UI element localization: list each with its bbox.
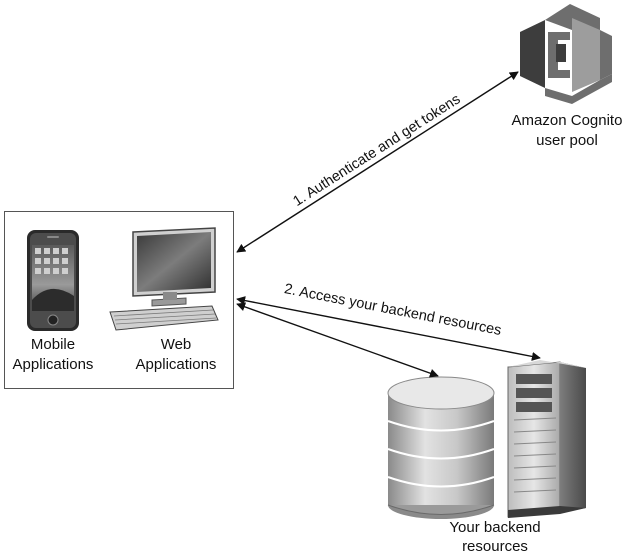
database-icon bbox=[387, 376, 495, 519]
server-tower-icon bbox=[507, 360, 586, 518]
desktop-computer-icon bbox=[109, 227, 219, 331]
mobile-label-line2: Applications bbox=[13, 356, 94, 373]
auth-arrow bbox=[236, 71, 519, 253]
access-edge-label: 2. Access your backend resources bbox=[283, 281, 503, 339]
amazon-cognito-icon bbox=[520, 4, 612, 104]
access-arrow-database bbox=[236, 302, 439, 378]
web-label-line2: Applications bbox=[136, 356, 217, 373]
backend-label-line2: resources bbox=[462, 538, 528, 552]
cognito-label-line1: Amazon Cognito bbox=[512, 112, 623, 129]
smartphone-icon bbox=[27, 230, 79, 331]
auth-edge-label: 1. Authenticate and get tokens bbox=[290, 91, 463, 210]
web-label-line1: Web bbox=[161, 336, 192, 353]
cognito-label-line2: user pool bbox=[536, 132, 598, 149]
backend-label-line1: Your backend bbox=[449, 519, 540, 536]
mobile-label-line1: Mobile bbox=[31, 336, 75, 353]
